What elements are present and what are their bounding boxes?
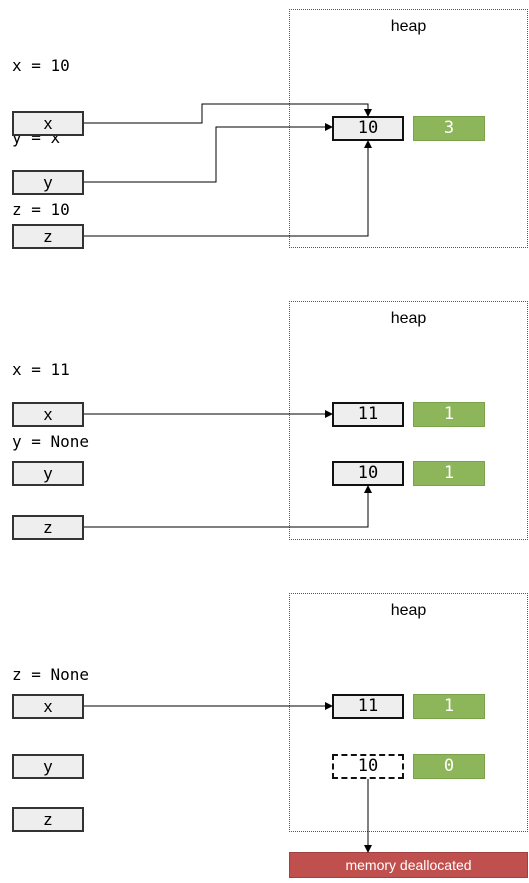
panel-1-heap: heap: [289, 9, 528, 248]
heap-label: heap: [390, 18, 427, 35]
code-line: z = None: [12, 665, 90, 684]
code-line: x = 10: [12, 56, 70, 75]
panel-2-heap: heap: [289, 301, 528, 540]
arrow-p2-z: [84, 485, 372, 528]
panel-2-code: x = 11 y = None: [12, 310, 89, 502]
panel-2-object-11: 11: [332, 402, 404, 427]
code-line: y = x: [12, 128, 61, 147]
panel-3-refcount-11: 1: [413, 694, 485, 719]
panel-3-heap: heap: [289, 593, 528, 832]
panel-2-var-z: z: [12, 515, 84, 540]
panel-3-code: z = None: [12, 615, 89, 735]
panel-2-refcount-11: 1: [413, 402, 485, 427]
heap-label: heap: [390, 310, 427, 327]
panel-1-code: x = 10 y = x z = 10: [12, 6, 70, 270]
panel-1-var-y: y: [12, 170, 84, 195]
memory-deallocated-label: memory deallocated: [289, 852, 528, 878]
arrow-p1-z: [84, 140, 372, 237]
panel-3-refcount-10: 0: [413, 754, 485, 779]
arrow-p1-x: [84, 103, 372, 124]
code-line: y = None: [12, 432, 90, 451]
heap-label: heap: [390, 602, 427, 619]
panel-2-refcount-10: 1: [413, 461, 485, 486]
panel-3-var-y: y: [12, 754, 84, 779]
code-line: z = 10: [12, 200, 70, 219]
arrow-p1-y: [84, 123, 333, 183]
code-line: x = 11: [12, 360, 70, 379]
panel-3-object-11: 11: [332, 694, 404, 719]
panel-3-object-10-freed: 10: [332, 754, 404, 779]
panel-1-var-x: x: [12, 111, 84, 136]
panel-1-refcount: 3: [413, 116, 485, 141]
panel-2-var-x: x: [12, 402, 84, 427]
panel-3-var-z: z: [12, 807, 84, 832]
panel-2-var-y: y: [12, 461, 84, 486]
panel-3-var-x: x: [12, 694, 84, 719]
panel-1-var-z: z: [12, 224, 84, 249]
